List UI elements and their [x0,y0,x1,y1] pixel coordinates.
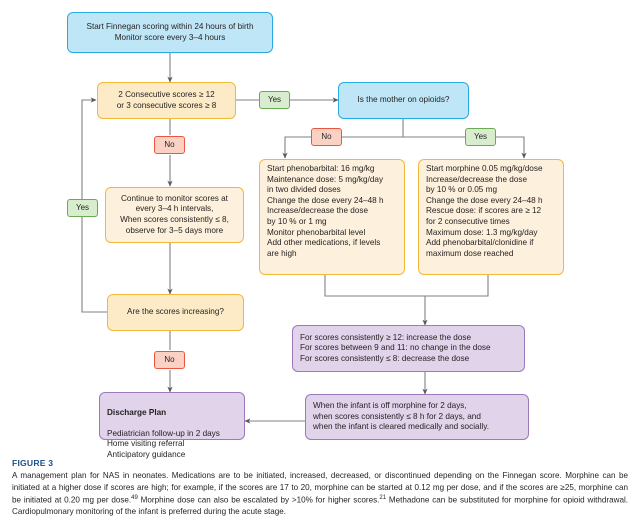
node-scores-increasing[interactable]: Are the scores increasing? [107,294,244,331]
edge-label-no-mother: No [311,128,342,146]
node-continue-monitor[interactable]: Continue to monitor scores at every 3–4 … [105,187,244,243]
node-start[interactable]: Start Finnegan scoring within 24 hours o… [67,12,273,53]
edge-label-no-threshold: No [154,136,185,154]
node-phenobarbital[interactable]: Start phenobarbital: 16 mg/kg Maintenanc… [259,159,405,275]
caption-ref-49: 49 [131,495,138,502]
edge-label-yes-to-opioids: Yes [259,91,290,109]
node-mother-opioids[interactable]: Is the mother on opioids? [338,82,469,119]
node-off-morphine[interactable]: When the infant is off morphine for 2 da… [305,394,529,440]
caption-ref-21: 21 [379,495,387,502]
caption-segment-1: A management plan for NAS in neonates. M… [12,471,628,505]
node-scores-threshold[interactable]: 2 Consecutive scores ≥ 12 or 3 consecuti… [97,82,236,119]
discharge-plan-title: Discharge Plan [107,407,167,417]
caption-segment-2: Morphine dose can also be escalated by >… [137,495,380,505]
flowchart-canvas: Start Finnegan scoring within 24 hours o… [67,12,564,459]
edge-label-no-increasing: No [154,351,185,369]
edge-label-yes-mother: Yes [465,128,496,146]
discharge-plan-items: Pediatrician follow-up in 2 days Home vi… [107,428,220,459]
figure-caption-text: A management plan for NAS in neonates. M… [12,470,628,518]
caption-segment-3: Methadone can be substituted for morphin… [12,495,628,517]
figure-caption: FIGURE 3 A management plan for NAS in ne… [12,458,628,518]
node-dose-adjustment[interactable]: For scores consistently ≥ 12: increase t… [292,325,525,372]
node-morphine[interactable]: Start morphine 0.05 mg/kg/dose Increase/… [418,159,564,275]
edge-label-yes-loop: Yes [67,199,98,217]
figure-label: FIGURE 3 [12,458,54,468]
node-discharge-plan[interactable]: Discharge Plan Pediatrician follow-up in… [99,392,245,459]
